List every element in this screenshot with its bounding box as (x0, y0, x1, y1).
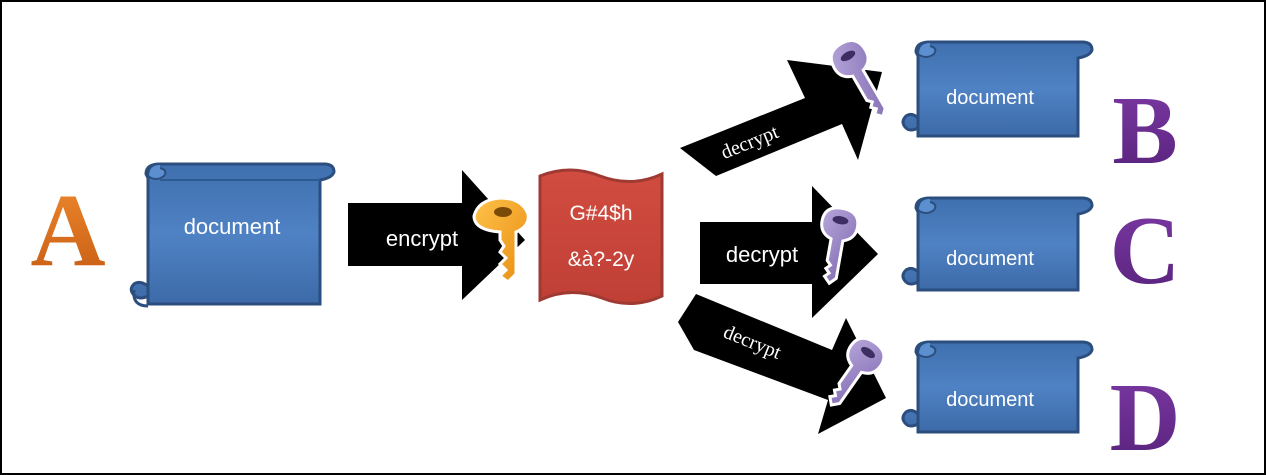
party-d-label: D (1110, 364, 1181, 472)
decrypt-arrow-c-label: decrypt (726, 242, 798, 267)
document-scroll-b (901, 40, 1094, 138)
ciphertext-line-1: G#4$h (569, 202, 632, 225)
encrypt-arrow (348, 170, 525, 300)
gold-key-icon (472, 196, 530, 284)
ciphertext-document (538, 168, 664, 305)
purple-key-icon-b (829, 38, 887, 119)
purple-key-icon-d (828, 336, 886, 407)
ciphertext-line-2: &à?-2y (568, 248, 635, 271)
document-scroll-c (901, 196, 1094, 292)
document-b-label: document (946, 87, 1034, 109)
party-b-label: B (1112, 77, 1177, 185)
purple-key-icon-c (820, 206, 860, 286)
party-a-label: A (30, 173, 105, 288)
decrypt-arrow-b (680, 60, 882, 176)
document-d-label: document (946, 389, 1034, 411)
source-document-label: document (184, 214, 281, 239)
source-document-scroll (129, 162, 336, 308)
party-c-label: C (1110, 197, 1181, 305)
document-c-label: document (946, 248, 1034, 270)
document-scroll-d (901, 340, 1094, 434)
encrypt-arrow-label: encrypt (386, 226, 458, 251)
